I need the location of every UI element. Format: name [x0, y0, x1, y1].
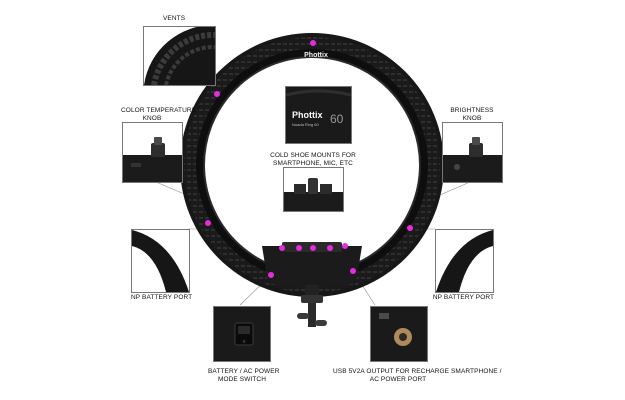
usb-port-label-line1: USB 5V2A OUTPUT FOR RECHARGE SMARTPHONE …	[333, 368, 502, 375]
brand-model: Nuada Ring 60	[292, 122, 319, 127]
color-temp-label-line1: COLOR TEMPERATURE	[121, 107, 197, 114]
battery-right-closeup	[436, 230, 493, 292]
cold-shoe-icon	[320, 184, 332, 194]
np-battery-right-label: NP BATTERY PORT	[432, 294, 495, 301]
brand-number: 60	[330, 112, 344, 126]
switch-mark: ○	[242, 339, 245, 345]
callout-dot-shoe-right	[327, 245, 333, 251]
brightness-label-line2: KNOB	[462, 115, 482, 122]
callout-dot-mode-switch	[268, 272, 274, 278]
usb-port-label: USB 5V2A OUTPUT FOR RECHARGE SMARTPHONE …	[333, 368, 502, 384]
cold-shoe-label-line1: COLD SHOE MOUNTS FOR	[270, 152, 356, 159]
np-battery-right-inset	[435, 229, 494, 293]
brand-inset: Phottix Nuada Ring 60 60	[285, 86, 352, 144]
callout-dot-brightness	[342, 243, 348, 249]
usb-port-closeup	[371, 307, 427, 361]
vents-inset	[143, 26, 216, 86]
brightness-label: BRIGHTNESS KNOB	[444, 107, 500, 123]
usb-port-label-line2: AC POWER PORT	[369, 376, 427, 383]
mode-switch-inset: ○	[213, 306, 271, 362]
knob-closeup-right	[443, 123, 502, 182]
callout-dot-vents	[214, 91, 220, 97]
brand-closeup: Phottix Nuada Ring 60 60	[286, 87, 351, 143]
mode-switch-label-line1: BATTERY / AC POWER	[208, 368, 280, 375]
callout-dot-right-ring	[407, 225, 413, 231]
callout-dot-left-ring	[205, 220, 211, 226]
color-temp-label-line2: KNOB	[142, 115, 162, 122]
cold-shoe-label: COLD SHOE MOUNTS FOR SMARTPHONE, MIC, et…	[270, 152, 356, 168]
callout-dot-usb	[350, 268, 356, 274]
np-battery-left-inset	[131, 229, 190, 293]
knob-icon	[151, 143, 165, 157]
callout-dot-color-temp	[279, 245, 285, 251]
mode-switch-label-line2: MODE SWITCH	[217, 376, 267, 383]
callout-dot-shoe-left	[296, 245, 302, 251]
ring-brand-text: Phottix	[304, 52, 328, 59]
battery-left-closeup	[132, 230, 189, 292]
mode-switch-label: BATTERY / AC POWER MODE SWITCH	[208, 368, 280, 384]
np-battery-left-label: NP BATTERY PORT	[131, 294, 193, 301]
vents-closeup	[144, 27, 215, 85]
usb-port-inset	[370, 306, 428, 362]
color-temp-inset	[122, 122, 183, 183]
ring-light	[180, 33, 444, 327]
color-temp-label: COLOR TEMPERATURE KNOB	[121, 107, 197, 123]
knob-icon	[469, 143, 483, 157]
cold-shoe-label-line2: SMARTPHONE, MIC, etc	[273, 160, 353, 167]
knob-closeup-left	[123, 123, 182, 182]
callout-dot-shoe-center	[310, 245, 316, 251]
brightness-label-line1: BRIGHTNESS	[450, 107, 494, 114]
brand-name: Phottix	[292, 110, 323, 120]
brightness-inset	[442, 122, 503, 183]
cold-shoe-inset	[283, 167, 344, 212]
cold-shoe-icon	[294, 184, 306, 194]
vents-label: VENTS	[163, 15, 186, 22]
mode-switch-closeup: ○	[214, 307, 270, 361]
cold-shoe-closeup	[284, 168, 343, 211]
callout-dot-top	[310, 40, 316, 46]
